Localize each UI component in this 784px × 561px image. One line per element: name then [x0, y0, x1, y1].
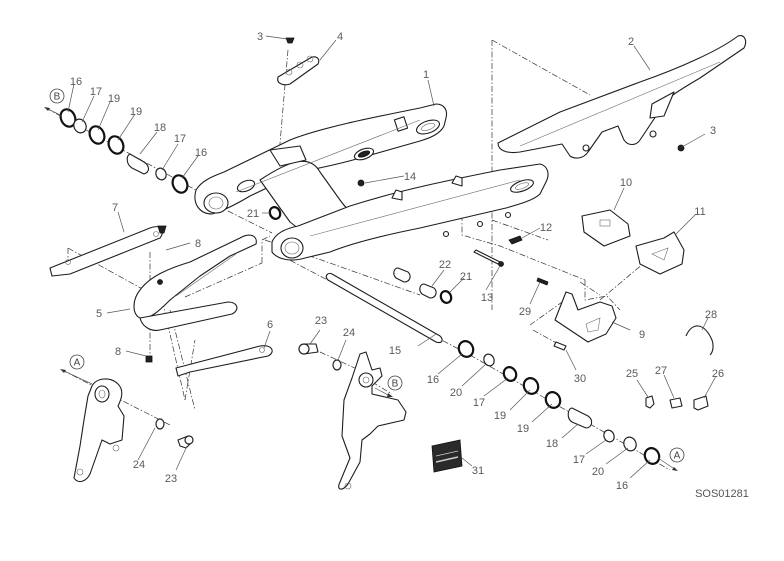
- callout-label: 6: [267, 319, 273, 331]
- chain-slider[interactable]: [133, 234, 257, 331]
- washer-center-bracket[interactable]: [332, 359, 342, 371]
- callout-label: 23: [165, 473, 177, 485]
- bolt-left-bracket[interactable]: [177, 435, 194, 449]
- screw-chain-guard[interactable]: [677, 144, 685, 152]
- pivot-shaft[interactable]: [325, 272, 443, 344]
- callout-label: 25: [626, 368, 638, 380]
- callout-label: 19: [108, 93, 120, 105]
- reference-letter: A: [674, 451, 681, 462]
- reference-marker-b-center: B: [387, 375, 403, 391]
- cable-clip-large[interactable]: [693, 395, 709, 411]
- reference-letter: A: [74, 358, 81, 369]
- drawing-code: SOS01281: [695, 488, 749, 500]
- chain-guide-shoe[interactable]: [635, 231, 685, 275]
- callout-label: 7: [112, 202, 118, 214]
- callout-label: 23: [315, 315, 327, 327]
- callout-label: 17: [473, 397, 485, 409]
- screw-guide[interactable]: [508, 235, 523, 245]
- screw-slider-bottom[interactable]: [145, 355, 153, 363]
- callout-label: 15: [389, 345, 401, 357]
- nut[interactable]: [357, 179, 365, 187]
- screw-plate[interactable]: [536, 277, 549, 286]
- washer-swingarm[interactable]: [268, 205, 282, 220]
- callout-label: 5: [96, 308, 102, 320]
- cable-clip-medium[interactable]: [669, 397, 683, 409]
- reference-marker-b-left: B: [49, 88, 65, 104]
- callout-label: 11: [694, 206, 705, 218]
- callout-label: 20: [450, 387, 462, 399]
- bolt-center-bracket[interactable]: [298, 343, 319, 355]
- callout-label: 26: [712, 368, 724, 380]
- cable-clip-small[interactable]: [645, 395, 655, 409]
- reference-letter: B: [54, 92, 61, 103]
- reference-letter: B: [392, 379, 399, 390]
- callout-label: 4: [337, 31, 343, 43]
- callout-label: 16: [427, 374, 439, 386]
- callout-label: 3: [710, 125, 716, 137]
- reference-arrows: [44, 107, 678, 471]
- callout-label: 20: [592, 466, 604, 478]
- callout-label: 18: [546, 438, 558, 450]
- callout-label: 13: [481, 292, 493, 304]
- chain-guide-block[interactable]: [581, 209, 631, 247]
- callout-label: 17: [573, 454, 585, 466]
- callout-labels: 1 2 3 3 4 5 6 7 8 8 9 10 11 12 13 14 15 …: [70, 31, 724, 492]
- chain-guard[interactable]: [497, 35, 747, 159]
- callout-label: 14: [404, 171, 416, 183]
- callout-label: 18: [154, 122, 166, 134]
- chain-guide-plate[interactable]: [554, 291, 617, 343]
- left-bearing-stack[interactable]: [58, 107, 190, 195]
- lower-chain-guide[interactable]: [175, 345, 273, 377]
- callout-label: 16: [70, 76, 82, 88]
- callout-label: 16: [195, 147, 207, 159]
- callout-label: 2: [628, 36, 634, 48]
- callout-label: 12: [540, 222, 552, 234]
- washer-left-bracket[interactable]: [155, 418, 165, 430]
- decal[interactable]: [431, 439, 463, 473]
- callout-label: 24: [343, 327, 355, 339]
- callout-label: 8: [195, 238, 201, 250]
- screw-top[interactable]: [285, 37, 295, 44]
- callout-label: 31: [472, 465, 484, 477]
- callout-label: 3: [257, 31, 263, 43]
- screw-slider-top[interactable]: [157, 225, 167, 234]
- long-bolt[interactable]: [473, 249, 504, 267]
- callout-label: 28: [705, 309, 717, 321]
- callout-label: 21: [460, 271, 472, 283]
- leader-lines: [67, 35, 717, 479]
- callout-label: 16: [616, 480, 628, 492]
- bushing[interactable]: [393, 267, 437, 299]
- callout-label: 19: [494, 410, 506, 422]
- reference-marker-a-left: A: [69, 354, 85, 370]
- callout-label: 27: [655, 365, 667, 377]
- right-bearing-stack[interactable]: [456, 339, 661, 466]
- cable-clip[interactable]: [277, 55, 320, 86]
- left-footpeg-bracket[interactable]: [73, 378, 125, 483]
- callout-label: 17: [90, 86, 102, 98]
- callout-label: 30: [574, 373, 586, 385]
- callout-label: 22: [439, 259, 451, 271]
- callout-label: 19: [130, 106, 142, 118]
- callout-label: 17: [174, 133, 186, 145]
- callout-label: 19: [517, 423, 529, 435]
- callout-label: 9: [639, 329, 645, 341]
- swingarm[interactable]: [194, 103, 549, 261]
- washer-bushing[interactable]: [439, 289, 453, 304]
- callout-label: 10: [620, 177, 632, 189]
- callout-label: 8: [115, 346, 121, 358]
- stud[interactable]: [553, 341, 567, 351]
- callout-label: 24: [133, 459, 145, 471]
- callout-label: 1: [423, 69, 429, 81]
- callout-label: 21: [247, 208, 259, 220]
- center-footpeg-bracket[interactable]: [338, 351, 407, 490]
- reference-marker-a-right: A: [669, 447, 685, 463]
- callout-label: 29: [519, 306, 531, 318]
- cable-tie[interactable]: [685, 325, 714, 356]
